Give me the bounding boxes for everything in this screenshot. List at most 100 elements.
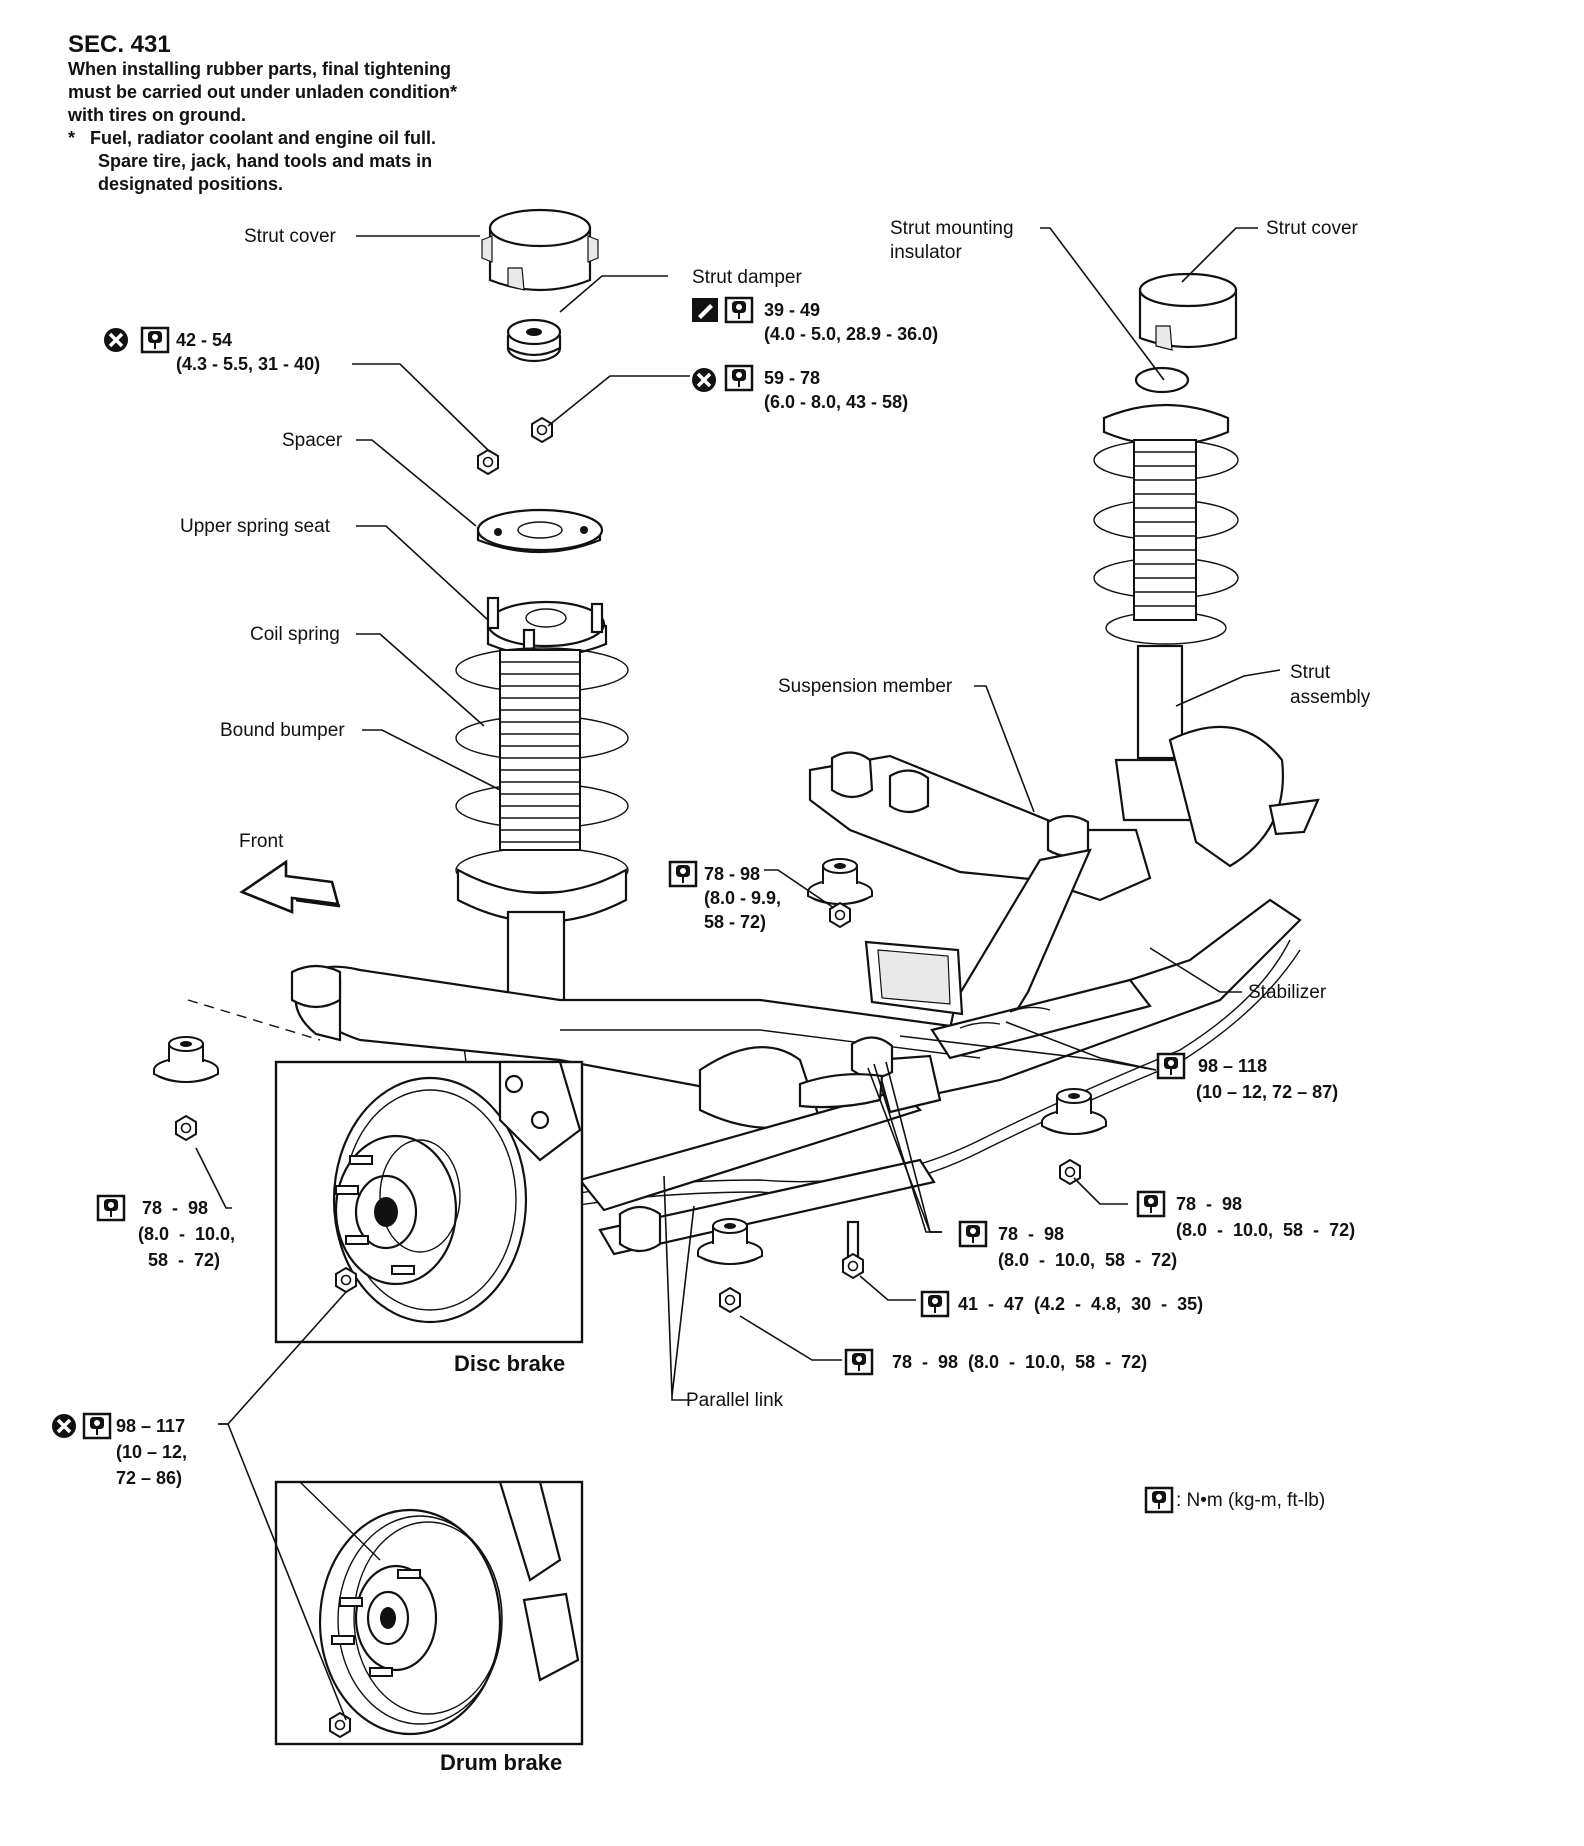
label-strut-cover-right: Strut cover <box>1266 218 1359 239</box>
left-strut-damper <box>506 318 562 363</box>
torque-wrench-icon <box>140 326 170 354</box>
disc-brake-assembly <box>332 1060 582 1324</box>
torque-wrench-icon <box>82 1412 112 1440</box>
torque-wrench-icon <box>668 860 698 888</box>
svg-text:59 - 78: 59 - 78 <box>764 368 820 388</box>
label-spacer: Spacer <box>282 430 343 451</box>
svg-text:78 - 98: 78 - 98 <box>1176 1194 1242 1214</box>
replace-x-icon <box>690 366 718 394</box>
left-strut-nuts <box>477 417 553 475</box>
lubricate-icon <box>692 298 718 322</box>
svg-text:78 - 98 (8.0 - 10.0, 58: 78 - 98 (8.0 - 10.0, 58 - 72) <box>892 1352 1147 1372</box>
note-line-6: designated positions. <box>98 174 283 194</box>
torque-wrench-icon <box>96 1194 126 1222</box>
label-coil-spring: Coil spring <box>250 624 340 645</box>
center-links <box>798 978 1152 1109</box>
label-suspension-member: Suspension member <box>778 676 953 697</box>
label-stabilizer: Stabilizer <box>1248 982 1327 1003</box>
legend-text: : N•m (kg-m, ft-lb) <box>1176 1490 1325 1511</box>
torque-wrench-icon <box>958 1220 988 1248</box>
svg-text:72 – 86): 72 – 86) <box>116 1468 182 1488</box>
bushing-right <box>1041 1088 1107 1135</box>
torque-78-right: 78 - 98 (8.0 - 10.0, 58 - 72) <box>1136 1190 1355 1240</box>
torque-wrench-icon <box>1136 1190 1166 1218</box>
drum-brake-title: Drum brake <box>440 1750 562 1775</box>
header: SEC. 431 When installing rubber parts, f… <box>67 31 457 194</box>
note-line-5: Spare tire, jack, hand tools and mats in <box>98 151 432 171</box>
nut-left <box>175 1115 197 1141</box>
svg-text:98 – 118: 98 – 118 <box>1198 1056 1267 1076</box>
left-bound-bumper <box>499 649 581 851</box>
left-strut-cover <box>481 208 599 292</box>
torque-78-middle: 78 - 98 (8.0 - 10.0, 58 - 72) <box>958 1220 1177 1270</box>
section-number: SEC. 431 <box>68 31 171 58</box>
left-spacer <box>476 508 604 554</box>
torque-78-upper: 78 - 98 (8.0 - 9.9, 58 - 72) <box>668 860 781 932</box>
torque-legend: : N•m (kg-m, ft-lb) <box>1144 1486 1325 1514</box>
svg-text:(4.0 - 5.0, 28.9 - 36.0): (4.0 - 5.0, 28.9 - 36.0) <box>764 324 938 344</box>
torque-78-bottom: 78 - 98 (8.0 - 10.0, 58 - 72) <box>844 1348 1147 1376</box>
suspension-member <box>808 751 1152 1060</box>
front-label: Front <box>239 831 284 852</box>
label-upper-spring-seat: Upper spring seat <box>180 516 331 537</box>
torque-wrench-icon <box>1144 1486 1174 1514</box>
label-strut-assembly-2: assembly <box>1290 687 1371 708</box>
torque-39: 39 - 49 (4.0 - 5.0, 28.9 - 36.0) <box>692 296 938 344</box>
torque-98-117: 98 – 117 (10 – 12, 72 – 86) <box>50 1412 187 1488</box>
torque-wrench-icon <box>844 1348 874 1376</box>
svg-text:98 – 117: 98 – 117 <box>116 1416 185 1436</box>
note-line-3: with tires on ground. <box>67 105 246 125</box>
leader-lines <box>195 227 1281 1721</box>
drum-brake-nut <box>329 1712 351 1738</box>
svg-text:58 - 72): 58 - 72) <box>704 912 766 932</box>
torque-wrench-icon <box>724 364 754 392</box>
label-parallel-link: Parallel link <box>686 1390 784 1411</box>
torque-wrench-icon <box>920 1290 950 1318</box>
torque-41: 41 - 47 (4.2 - 4.8, 30 - 35) <box>920 1290 1203 1318</box>
svg-text:(8.0 - 10.0,: (8.0 - 10.0, <box>138 1224 235 1244</box>
svg-text:(4.3 - 5.5, 31 - 40): (4.3 - 5.5, 31 - 40) <box>176 354 320 374</box>
replace-x-icon <box>50 1412 78 1440</box>
torque-wrench-icon <box>1156 1052 1186 1080</box>
label-bound-bumper: Bound bumper <box>220 720 345 741</box>
torque-59: 59 - 78 (6.0 - 8.0, 43 - 58) <box>690 364 908 412</box>
label-strut-mounting-insulator-2: insulator <box>890 242 962 263</box>
svg-text:78 - 98: 78 - 98 <box>704 864 760 884</box>
torque-98-118: 98 – 118 (10 – 12, 72 – 87) <box>1156 1052 1338 1102</box>
label-strut-damper: Strut damper <box>692 267 802 288</box>
note-line-1: When installing rubber parts, final tigh… <box>68 59 451 79</box>
svg-text:39 - 49: 39 - 49 <box>764 300 820 320</box>
torque-42: 42 - 54 (4.3 - 5.5, 31 - 40) <box>102 326 320 374</box>
note-line-4: * Fuel, radiator coolant and engine oil … <box>68 128 436 148</box>
svg-text:(6.0 - 8.0, 43 - 58): (6.0 - 8.0, 43 - 58) <box>764 392 908 412</box>
label-strut-cover-left: Strut cover <box>244 226 337 247</box>
dashed-reference <box>187 999 321 1041</box>
parallel-links <box>578 1054 942 1256</box>
disc-brake-nut <box>335 1267 357 1293</box>
svg-text:78 - 98: 78 - 98 <box>142 1198 208 1218</box>
bolt-bottom <box>842 1220 864 1279</box>
right-strut-cover <box>1138 272 1238 351</box>
svg-text:41 - 47 (4.2 - 4.8, 30: 41 - 47 (4.2 - 4.8, 30 - 35) <box>958 1294 1203 1314</box>
label-strut-assembly-1: Strut <box>1290 662 1331 683</box>
svg-text:42 - 54: 42 - 54 <box>176 330 232 350</box>
torque-wrench-icon <box>724 296 754 324</box>
svg-text:58 - 72): 58 - 72) <box>148 1250 220 1270</box>
svg-text:(10 – 12,: (10 – 12, <box>116 1442 187 1462</box>
label-strut-mounting-insulator-1: Strut mounting <box>890 218 1014 239</box>
svg-text:(10 – 12, 72 – 87): (10 – 12, 72 – 87) <box>1196 1082 1338 1102</box>
right-strut-assembly <box>1093 366 1284 868</box>
crossmember <box>290 898 1302 1130</box>
disc-brake-title: Disc brake <box>454 1351 565 1376</box>
torque-78-left: 78 - 98 (8.0 - 10.0, 58 - 72) <box>96 1194 235 1270</box>
svg-text:(8.0 - 9.9,: (8.0 - 9.9, <box>704 888 781 908</box>
svg-text:(8.0 - 10.0, 58 - 72): (8.0 - 10.0, 58 - 72) <box>1176 1220 1355 1240</box>
front-arrow-icon <box>239 859 341 914</box>
note-line-2: must be carried out under unladen condit… <box>68 82 457 102</box>
svg-text:78 - 98: 78 - 98 <box>998 1224 1064 1244</box>
nut-bottom <box>719 1287 741 1313</box>
drum-brake-assembly <box>299 1480 580 1736</box>
bushing-left <box>153 1036 219 1083</box>
left-upper-spring-seat <box>486 596 608 658</box>
